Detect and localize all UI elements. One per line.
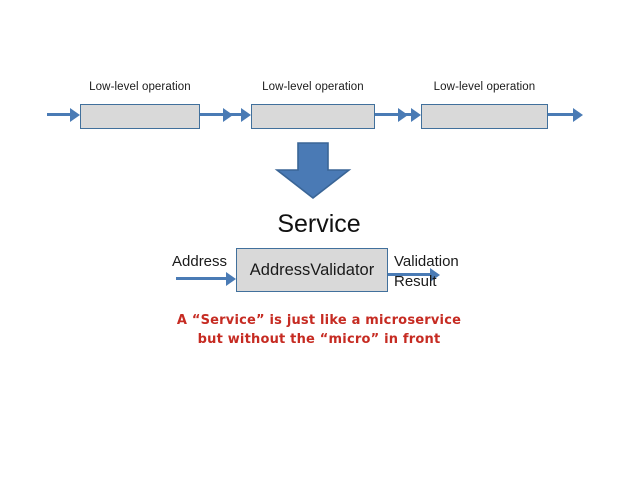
handwritten-annotation: A “Service” is just like a microservice …: [0, 311, 638, 349]
service-input-arrow: [176, 272, 236, 286]
pipeline-step-box-2: [251, 104, 375, 129]
pipeline-arrow-in-3: [388, 108, 421, 122]
pipeline-step-box-1: [80, 104, 200, 129]
annotation-line-1: A “Service” is just like a microservice: [176, 313, 462, 328]
service-box: AddressValidator: [236, 248, 388, 292]
service-output-label-line2: Result: [394, 273, 437, 290]
block-down-arrow: [273, 142, 353, 205]
pipeline-step-label-3: Low-level operation: [433, 81, 536, 93]
annotation-line-2: but without the “micro” in front: [197, 332, 441, 347]
pipeline-arrow-out-3: [548, 108, 583, 122]
pipeline-arrow-in-1: [47, 108, 80, 122]
pipeline-step-label-1: Low-level operation: [89, 81, 191, 93]
service-box-label: AddressValidator: [249, 260, 375, 279]
pipeline-step-box-3: [421, 104, 548, 129]
service-output-arrow: [388, 268, 440, 282]
service-output-label-line1: Validation: [394, 253, 459, 270]
service-input-label: Address: [172, 253, 228, 270]
pipeline-step-label-2: Low-level operation: [262, 81, 364, 93]
pipeline-arrow-in-2: [218, 108, 251, 122]
service-title: Service: [277, 210, 361, 238]
